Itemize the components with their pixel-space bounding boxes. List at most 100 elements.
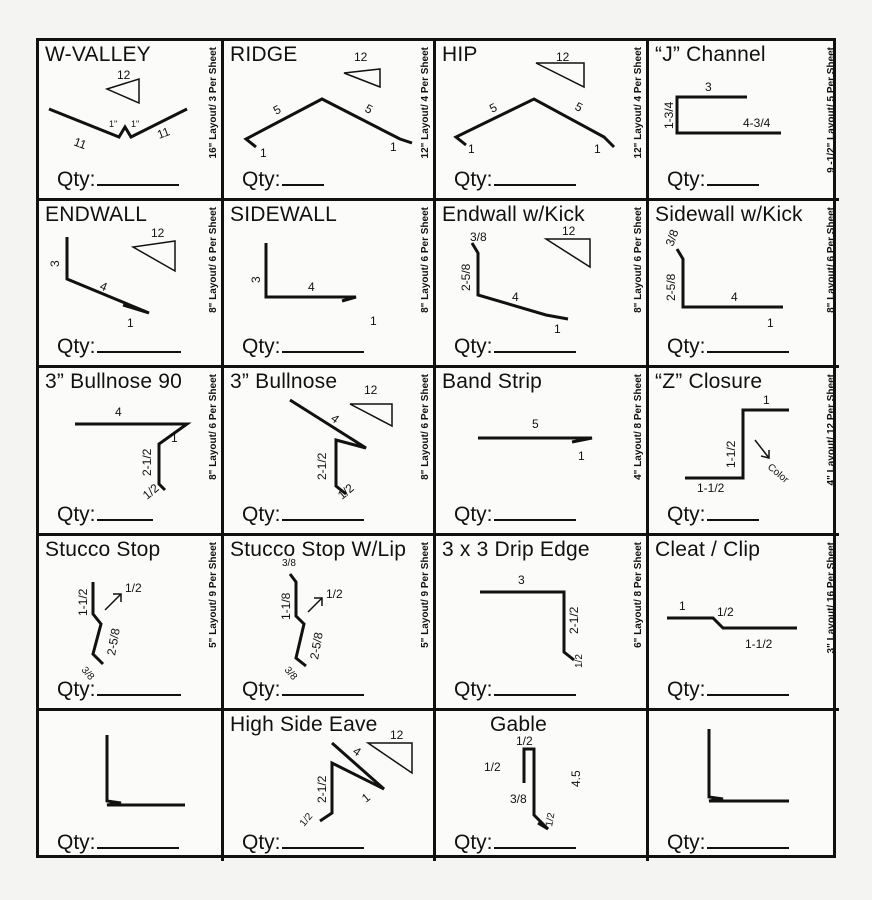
stucco-stop-lip-diagram: 3/8 1-1/8 1/2 2-5/8 3/8 (279, 558, 343, 683)
dim-label: 2-1/2 (567, 606, 581, 634)
qty-field[interactable]: Qty: (667, 503, 759, 527)
dim-label: 2-5/8 (664, 273, 678, 301)
dim-label: 1/2 (544, 811, 557, 827)
cell-z-closure: “Z” Closure 1 1-1/2 1-1/2 Color 4" Layou… (649, 368, 839, 536)
cell-title: Endwall w/Kick (442, 203, 585, 226)
dim-label: 1 (679, 599, 686, 613)
cell-ridge: RIDGE 12 5 5 1 1 12" Layout/ 4 Per Sheet… (224, 41, 436, 201)
cell-title: W-VALLEY (45, 43, 151, 66)
pitch-marker (535, 62, 585, 89)
dim-label: 5 (487, 100, 499, 116)
dim-label: 3/8 (663, 227, 682, 248)
cell-title: Cleat / Clip (655, 538, 761, 561)
pitch-marker (760, 450, 770, 459)
dim-label: 1 (370, 314, 377, 328)
cell-w-valley: W-VALLEY 12 11 11 1" 1" 16" Layout/ 3 Pe… (39, 41, 224, 201)
dim-label: 12 (390, 728, 404, 742)
cell-bullnose: 3” Bullnose 12 4 2-1/2 1/2 8" Layout/ 6 … (224, 368, 436, 536)
qty-field[interactable]: Qty: (667, 335, 789, 359)
qty-field[interactable]: Qty: (667, 678, 789, 702)
dim-label: 2-1/2 (140, 448, 154, 476)
dim-label: 3 (705, 80, 712, 94)
layout-note: 8" Layout/ 6 Per Sheet (208, 207, 219, 313)
flashing-profile (685, 408, 789, 480)
dim-label: 1 (578, 449, 585, 463)
qty-field[interactable]: Qty: (454, 503, 576, 527)
drip-edge-diagram: 3 2-1/2 1/2 (480, 573, 585, 668)
cell-j-channel: “J” Channel 3 1-3/4 4-3/4 9 -1/2" Layout… (649, 41, 839, 201)
cell-title: 3” Bullnose 90 (45, 370, 183, 393)
cell-title: 3” Bullnose (230, 370, 338, 393)
flashing-profile (478, 436, 593, 444)
flashing-profile (675, 248, 783, 309)
dim-label: 4 (731, 290, 738, 304)
sidewall-kick-diagram: 3/8 2-5/8 4 1 (663, 227, 783, 330)
pitch-triangle (104, 77, 140, 105)
dim-label: 3 (518, 573, 525, 587)
dim-label: 1/2 (516, 734, 533, 748)
layout-note: 16" Layout/ 3 Per Sheet (208, 47, 219, 159)
z-closure-diagram: 1 1-1/2 1-1/2 Color (685, 393, 791, 495)
qty-field[interactable]: Qty: (242, 335, 364, 359)
qty-field[interactable]: Qty: (667, 168, 759, 192)
flashing-profile (75, 422, 192, 492)
dim-label: 12 (151, 226, 165, 240)
flashing-profile (289, 398, 367, 496)
flashing-profile (243, 97, 413, 149)
dim-label: 1" (109, 119, 117, 129)
cell-stucco-stop: Stucco Stop 1-1/2 1/2 2-5/8 3/8 5" Layou… (39, 536, 224, 711)
qty-field[interactable]: Qty: (454, 335, 576, 359)
qty-field[interactable]: Qty: (57, 335, 181, 359)
qty-field[interactable]: Qty: (57, 503, 153, 527)
dim-label: Color (765, 462, 791, 486)
layout-note: 4" Layout/ 12 Per Sheet (826, 374, 837, 486)
qty-field[interactable]: Qty: (667, 831, 789, 855)
dim-label: 4 (350, 744, 364, 760)
pitch-marker (314, 597, 323, 606)
dim-label: 3/8 (282, 558, 296, 569)
cell-stucco-stop-w-lip: Stucco Stop W/Lip 3/8 1-1/8 1/2 2-5/8 3/… (224, 536, 436, 711)
dim-label: 4-3/4 (743, 116, 771, 130)
dim-label: 3 (249, 276, 263, 283)
pitch-marker (543, 238, 591, 269)
flashing-profile (707, 729, 789, 803)
qty-field[interactable]: Qty: (454, 831, 576, 855)
cell-bullnose-90: 3” Bullnose 90 4 1 2-1/2 1/2 8" Layout/ … (39, 368, 224, 536)
dim-label: 4 (308, 280, 315, 294)
layout-note: 8" Layout/ 6 Per Sheet (826, 207, 837, 313)
cleat-clip-diagram: 1 1/2 1-1/2 (667, 599, 797, 651)
cell-title: SIDEWALL (230, 203, 338, 226)
cell-title: RIDGE (230, 43, 298, 66)
flashing-profile (48, 107, 188, 139)
bullnose-90-diagram: 4 1 2-1/2 1/2 (75, 405, 192, 502)
dim-label: 12 (556, 50, 570, 64)
qty-field[interactable]: Qty: (454, 678, 576, 702)
custom-2-diagram (707, 729, 789, 803)
cell-title: HIP (442, 43, 478, 66)
cell-hip: HIP 12 5 5 1 1 12" Layout/ 4 Per Sheet Q… (436, 41, 649, 201)
dim-label: 1 (260, 146, 267, 160)
flashing-profile (675, 95, 781, 135)
layout-note: 3" Layout/ 16 Per Sheet (826, 542, 837, 654)
qty-field[interactable]: Qty: (242, 168, 324, 192)
dim-label: 2-5/8 (307, 631, 326, 661)
flashing-profile (453, 97, 616, 149)
dim-label: 2-1/2 (315, 452, 329, 480)
dim-label: 5 (573, 99, 586, 115)
layout-note: 12" Layout/ 4 Per Sheet (420, 47, 431, 159)
cell-endwall-w-kick: Endwall w/Kick 12 3/8 2-5/8 4 1 8" Layou… (436, 201, 649, 368)
gable-diagram: 1/2 1/2 4.5 3/8 1/2 (484, 734, 583, 831)
qty-field[interactable]: Qty: (242, 503, 364, 527)
dim-label: 1/2 (335, 481, 357, 503)
dim-label: 1/2 (326, 587, 343, 601)
pitch-marker (104, 593, 122, 611)
qty-field[interactable]: Qty: (57, 678, 181, 702)
qty-field[interactable]: Qty: (57, 168, 179, 192)
qty-field[interactable]: Qty: (242, 831, 364, 855)
qty-field[interactable]: Qty: (57, 831, 179, 855)
pitch-marker (343, 68, 381, 89)
dim-label: 1 (767, 316, 774, 330)
qty-field[interactable]: Qty: (242, 678, 364, 702)
qty-field[interactable]: Qty: (454, 168, 576, 192)
dim-label: 1 (554, 322, 561, 336)
